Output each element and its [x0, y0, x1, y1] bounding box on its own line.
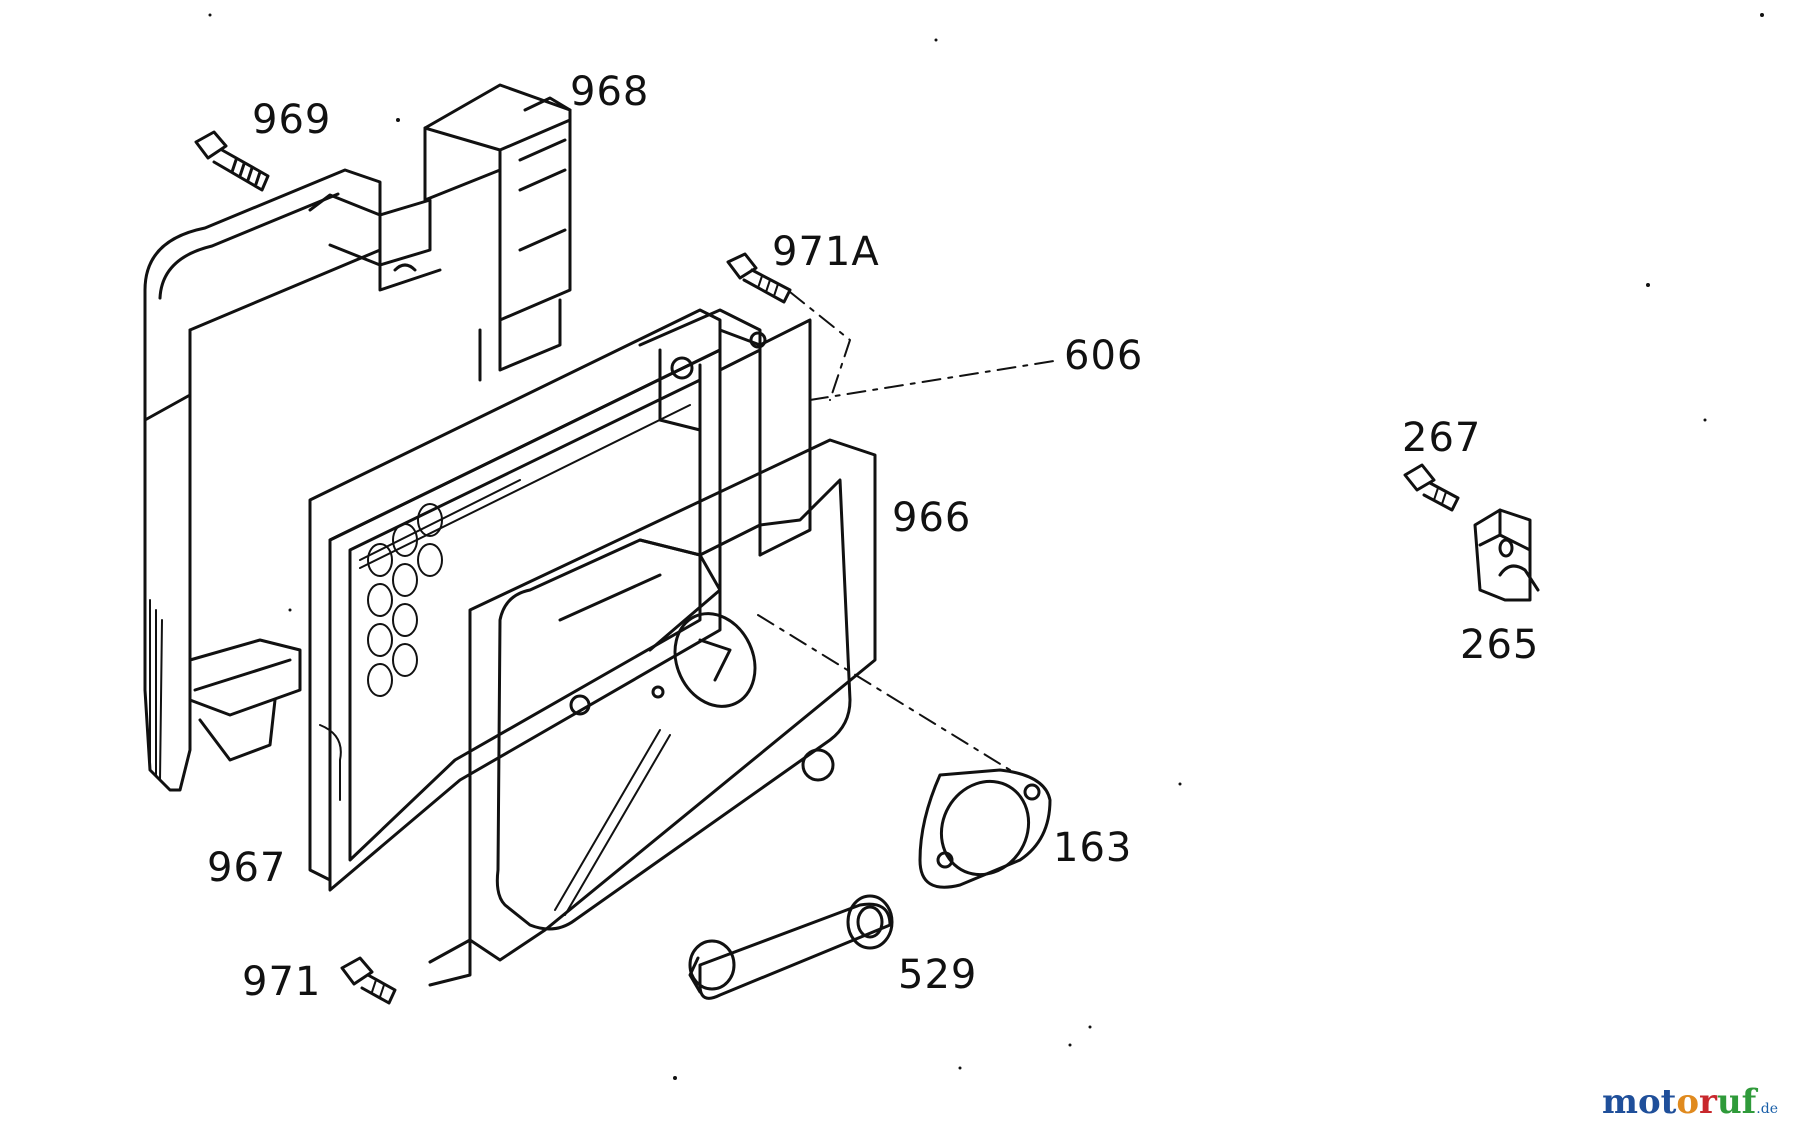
- watermark-part-uf: uf: [1716, 1082, 1757, 1122]
- screw-971: [340, 956, 397, 1005]
- watermark-logo: motoruf.de: [1602, 1082, 1778, 1122]
- part-label-968: 968: [570, 69, 650, 115]
- bracket-606: [638, 308, 812, 557]
- part-label-163: 163: [1053, 825, 1133, 871]
- watermark-part-o: o: [1676, 1082, 1700, 1122]
- part-label-967: 967: [207, 845, 287, 891]
- screw-969: [194, 130, 270, 192]
- screw-971a: [726, 252, 792, 304]
- part-label-966: 966: [892, 495, 972, 541]
- gasket-163: [918, 768, 1052, 889]
- housing-bracket-968: [143, 83, 572, 792]
- part-label-267: 267: [1402, 415, 1482, 461]
- clip-265: [1473, 508, 1540, 602]
- leader-lines: [757, 291, 1061, 771]
- filter-element-967: [308, 308, 722, 892]
- part-label-265: 265: [1460, 622, 1540, 668]
- watermark-part-r: r: [1699, 1082, 1717, 1122]
- part-label-971: 971: [242, 959, 322, 1005]
- part-label-971a: 971A: [772, 229, 880, 275]
- watermark-part-tld: .de: [1756, 1101, 1778, 1117]
- part-label-606: 606: [1064, 333, 1144, 379]
- scan-specks: [208, 13, 1764, 1080]
- cover-966: [428, 438, 877, 987]
- screw-267: [1403, 463, 1460, 512]
- part-label-969: 969: [252, 97, 332, 143]
- tube-529: [688, 894, 894, 1000]
- watermark-part-mot: mot: [1601, 1082, 1677, 1122]
- part-label-529: 529: [898, 952, 978, 998]
